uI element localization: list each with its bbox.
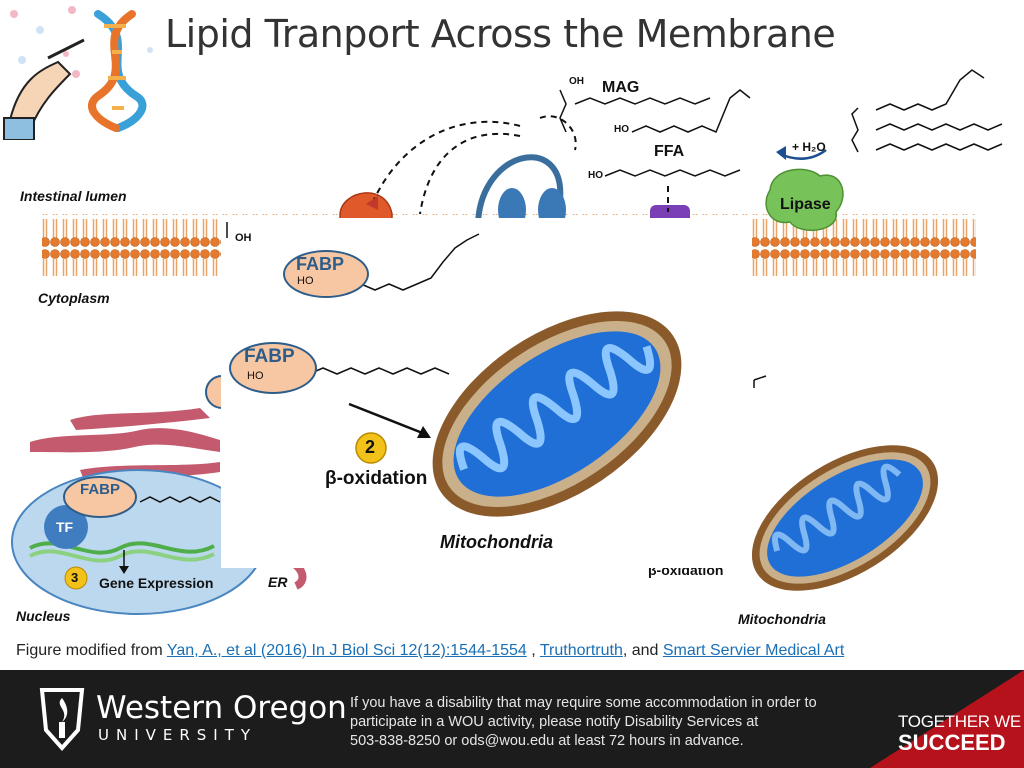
tagline-line-2: SUCCEED <box>898 730 1006 755</box>
label-beta-oxidation: β-oxidation <box>325 468 428 489</box>
lipase-label: Lipase <box>780 196 831 213</box>
fabp-protein-top <box>283 250 369 298</box>
label-er: ER <box>268 574 288 590</box>
label-fabp-nucleus: FABP <box>80 481 121 498</box>
notice-line-3: 503-838-8250 or ods@wou.edu at least 72 … <box>350 733 744 749</box>
transcription-factor <box>44 505 88 549</box>
label-step3-number: 3 <box>71 570 79 585</box>
figure-caption: Figure modified from Yan, A., et al (201… <box>16 642 844 660</box>
label-gene-expression: Gene Expression <box>99 575 214 591</box>
label-fabp-top: FABP <box>296 254 345 274</box>
caption-prefix: Figure modified from <box>16 642 167 659</box>
mitochondrion-right <box>751 445 939 591</box>
tagline: TOGETHER WE SUCCEED <box>898 712 1021 756</box>
label-mitochondria-overlay: Mitochondria <box>440 532 553 552</box>
label-top-ho: HO <box>297 275 314 287</box>
label-h2o: + H₂O <box>792 140 826 154</box>
label-mag-oh: OH <box>569 76 584 87</box>
notice-line-2: participate in a WOU activity, please no… <box>350 714 759 730</box>
university-word: UNIVERSITY <box>98 726 258 744</box>
label-intestinal-lumen: Intestinal lumen <box>20 188 127 204</box>
fabp-protein-mid <box>229 342 317 394</box>
caption-sep1: , <box>526 642 540 659</box>
endoplasmic-reticulum <box>30 428 220 453</box>
footer-accent-shape <box>870 670 1024 768</box>
label-mid-ho: HO <box>247 370 264 382</box>
label-mag: MAG <box>602 79 640 96</box>
label-tf: TF <box>56 519 74 535</box>
label-ffa2-ho: HO <box>588 170 603 181</box>
caption-link-servier[interactable]: Smart Servier Medical Art <box>662 642 845 659</box>
zoom-overlay-panel: FABP HO OH FABP HO 2 β-oxidation Mitocho… <box>221 218 752 568</box>
caption-link-yan[interactable]: Yan, A., et al (2016) In J Biol Sci 12(1… <box>166 642 527 659</box>
overlay-illustration <box>226 222 682 517</box>
label-cytoplasm: Cytoplasm <box>38 290 110 306</box>
caption-sep2: , and <box>622 642 663 659</box>
page-title: Lipid Tranport Across the Membrane <box>165 12 836 56</box>
label-mitochondria: Mitochondria <box>738 611 826 627</box>
label-ffa-ho: HO <box>614 124 629 135</box>
label-step2-number: 2 <box>365 437 376 457</box>
label-fabp-mid: FABP <box>244 346 295 367</box>
lipase-enzyme <box>765 168 844 231</box>
footer-bar <box>0 670 1024 768</box>
caption-link-truthortruth[interactable]: Truthortruth <box>539 642 623 659</box>
label-ffa: FFA <box>654 143 685 160</box>
tagline-line-1: TOGETHER WE <box>898 712 1021 731</box>
mitochondrion-large <box>432 311 682 517</box>
torch-logo-icon <box>39 688 85 752</box>
university-name: Western Oregon <box>96 690 347 726</box>
disability-notice: If you have a disability that may requir… <box>350 694 830 751</box>
dna-icon <box>88 10 147 132</box>
label-top-oh: OH <box>235 232 252 244</box>
pipette-icon <box>3 38 85 140</box>
label-nucleus: Nucleus <box>16 608 71 624</box>
dna-pipette-icon <box>3 6 153 140</box>
notice-line-1: If you have a disability that may requir… <box>350 695 817 711</box>
